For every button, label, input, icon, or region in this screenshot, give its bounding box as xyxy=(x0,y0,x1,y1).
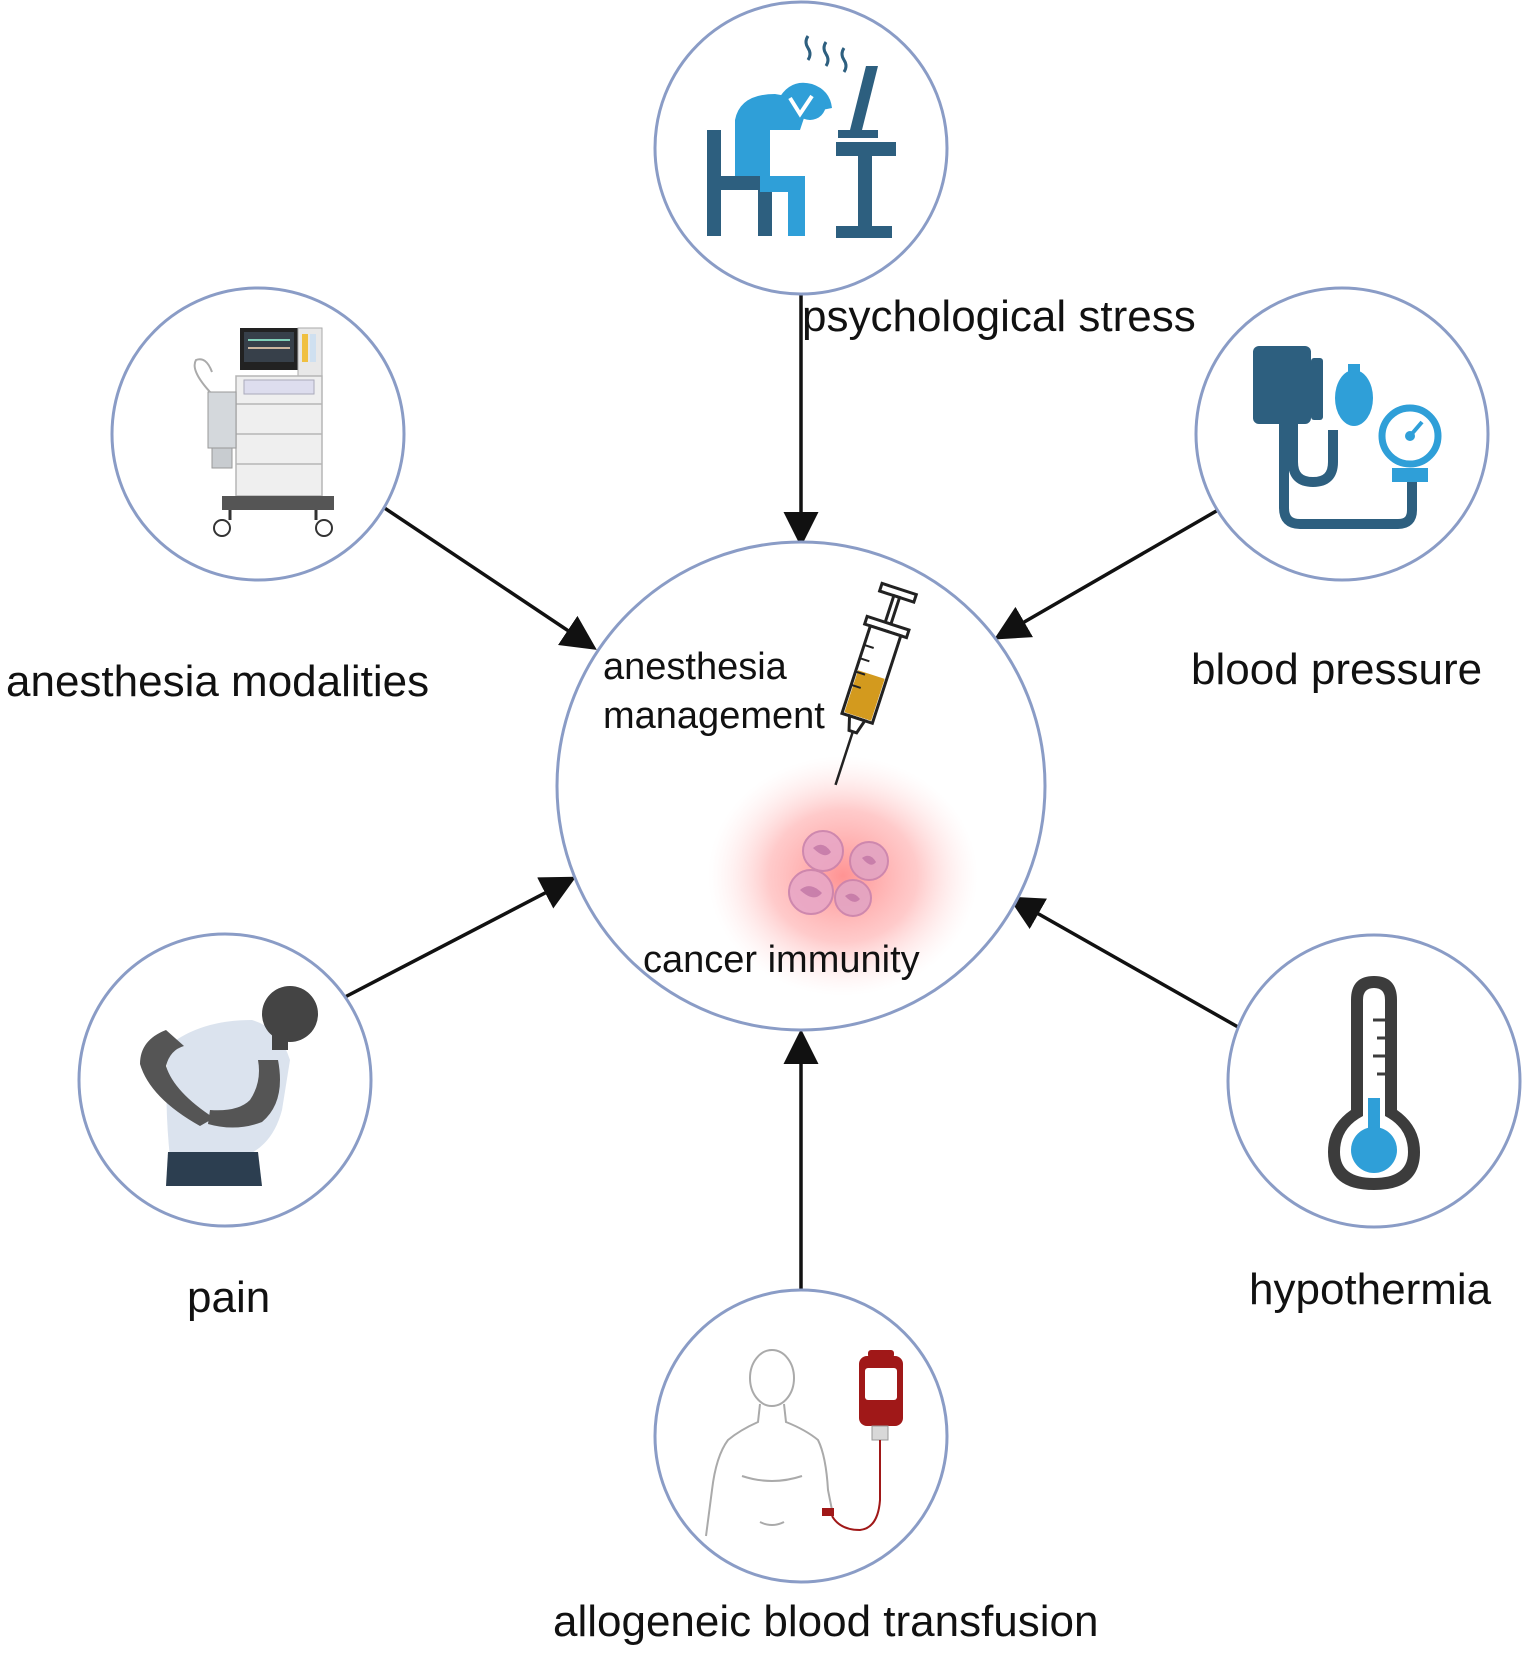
arrow-blood-pressure xyxy=(993,504,1226,640)
blood-pressure-circle xyxy=(1194,286,1490,582)
node-blood-pressure xyxy=(1194,286,1490,582)
label-anesthesia-modalities: anesthesia modalities xyxy=(6,657,430,706)
psychological-stress-circle xyxy=(653,0,949,296)
immunity-glow xyxy=(708,756,978,996)
node-anesthesia-modalities xyxy=(110,286,406,582)
center-title-line2: management xyxy=(603,695,825,737)
syringe-icon xyxy=(834,581,919,786)
thermometer-icon xyxy=(1328,976,1420,1190)
blood-bag-icon xyxy=(822,1350,903,1532)
node-hypothermia xyxy=(1226,933,1522,1229)
center-node xyxy=(555,540,1047,1032)
arrow-anesthesia-modalities xyxy=(379,503,597,650)
label-blood-pressure: blood pressure xyxy=(1191,645,1483,694)
anesthesia-machine-icon xyxy=(193,327,334,537)
blood-transfusion-icon xyxy=(705,1349,833,1537)
center-title-line1: anesthesia xyxy=(603,646,787,688)
node-psychological-stress xyxy=(653,0,949,296)
label-hypothermia: hypothermia xyxy=(1249,1265,1492,1314)
arrows xyxy=(344,285,1239,1292)
center-subtitle: cancer immunity xyxy=(643,939,920,981)
node-allogeneic-blood-transfusion xyxy=(653,1288,949,1584)
label-pain: pain xyxy=(187,1273,271,1322)
arrow-hypothermia xyxy=(1007,896,1239,1029)
label-allogeneic-blood-transfusion: allogeneic blood transfusion xyxy=(553,1597,1099,1646)
sphygmomanometer-icon xyxy=(1253,346,1442,529)
immune-cells-icon xyxy=(788,830,889,917)
arrow-pain xyxy=(344,876,577,999)
label-psychological-stress: psychological stress xyxy=(802,292,1196,341)
stressed-person-at-desk-icon xyxy=(707,35,896,238)
person-in-pain-icon xyxy=(140,986,318,1186)
node-pain xyxy=(77,932,373,1228)
allogeneic-blood-transfusion-circle xyxy=(653,1288,949,1584)
